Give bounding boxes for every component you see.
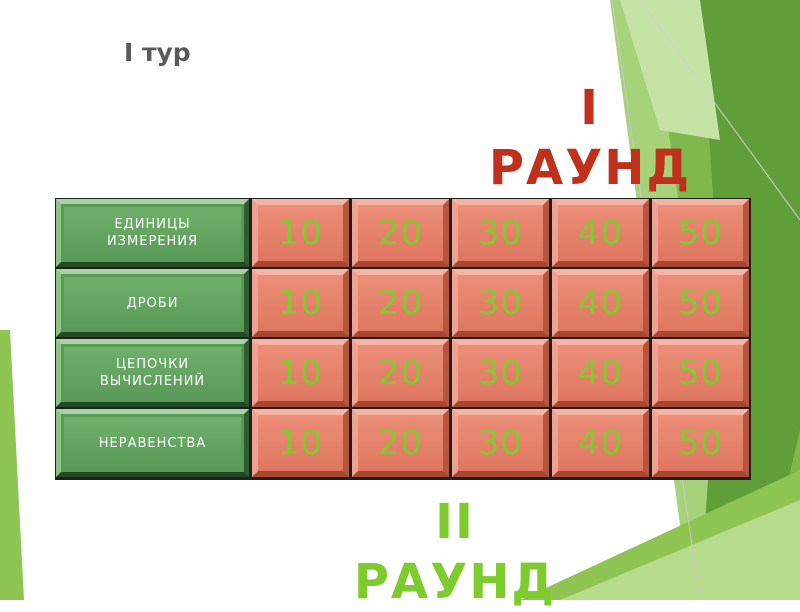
question-tile-face: 40 [558,415,643,471]
question-tile-face: 20 [358,415,443,471]
question-tile-face: 50 [658,205,743,261]
question-tile-value: 30 [477,213,524,253]
category-label: ЦЕПОЧКИ ВЫЧИСЛЕНИЙ [99,357,206,389]
question-tile-value: 40 [577,353,624,393]
category-cell: НЕРАВЕНСТВА [56,409,249,477]
tour-label: I тур [124,38,191,67]
question-tile-50[interactable]: 50 [652,339,749,407]
category-cell: ЕДИНИЦЫ ИЗМЕРЕНИЯ [56,199,249,267]
question-tile-face: 30 [458,205,543,261]
question-tile-face: 10 [258,345,343,401]
question-tile-value: 20 [377,213,424,253]
round-two-word: РАУНД [353,554,557,610]
question-tile-20[interactable]: 20 [352,269,449,337]
question-tile-50[interactable]: 50 [652,269,749,337]
round-two-title: II РАУНД [335,492,575,612]
question-tile-face: 30 [458,275,543,331]
question-tile-face: 10 [258,205,343,261]
question-tile-value: 40 [577,423,624,463]
question-tile-face: 50 [658,345,743,401]
question-tile-value: 30 [477,353,524,393]
question-tile-20[interactable]: 20 [352,339,449,407]
question-tile-30[interactable]: 30 [452,199,549,267]
question-tile-value: 50 [677,283,724,323]
category-label: ЕДИНИЦЫ ИЗМЕРЕНИЯ [106,217,199,249]
category-cell-face: НЕРАВЕНСТВА [64,417,241,469]
question-tile-value: 30 [477,283,524,323]
question-tile-value: 40 [577,283,624,323]
category-cell-face: ЦЕПОЧКИ ВЫЧИСЛЕНИЙ [64,347,241,399]
question-tile-face: 40 [558,275,643,331]
category-cell: ДРОБИ [56,269,249,337]
question-tile-face: 10 [258,415,343,471]
question-tile-30[interactable]: 30 [452,409,549,477]
question-tile-10[interactable]: 10 [252,339,349,407]
category-cell: ЦЕПОЧКИ ВЫЧИСЛЕНИЙ [56,339,249,407]
category-cell-face: ДРОБИ [64,277,241,329]
question-tile-value: 20 [377,283,424,323]
question-tile-face: 20 [358,205,443,261]
round-two-numeral: II [435,494,475,550]
question-tile-face: 50 [658,275,743,331]
question-tile-face: 50 [658,415,743,471]
question-tile-value: 50 [677,353,724,393]
question-tile-30[interactable]: 30 [452,339,549,407]
question-tile-50[interactable]: 50 [652,199,749,267]
question-tile-value: 10 [277,423,324,463]
question-tile-value: 50 [677,423,724,463]
question-tile-value: 50 [677,213,724,253]
question-tile-value: 40 [577,213,624,253]
question-tile-10[interactable]: 10 [252,199,349,267]
question-tile-face: 40 [558,345,643,401]
question-tile-10[interactable]: 10 [252,409,349,477]
question-tile-40[interactable]: 40 [552,269,649,337]
question-tile-value: 30 [477,423,524,463]
question-tile-50[interactable]: 50 [652,409,749,477]
category-cell-face: ЕДИНИЦЫ ИЗМЕРЕНИЯ [64,207,241,259]
question-tile-value: 20 [377,423,424,463]
question-tile-value: 10 [277,213,324,253]
question-tile-face: 20 [358,345,443,401]
question-tile-10[interactable]: 10 [252,269,349,337]
question-tile-face: 30 [458,345,543,401]
question-tile-40[interactable]: 40 [552,199,649,267]
question-tile-face: 30 [458,415,543,471]
question-tile-value: 10 [277,353,324,393]
round-one-title: I РАУНД [470,78,710,198]
question-tile-value: 20 [377,353,424,393]
question-tile-40[interactable]: 40 [552,409,649,477]
category-label: НЕРАВЕНСТВА [98,435,207,451]
question-tile-20[interactable]: 20 [352,199,449,267]
question-tile-face: 10 [258,275,343,331]
question-tile-face: 40 [558,205,643,261]
question-tile-value: 10 [277,283,324,323]
question-tile-face: 20 [358,275,443,331]
round-one-numeral: I [580,80,600,136]
round-one-word: РАУНД [488,140,692,196]
question-tile-40[interactable]: 40 [552,339,649,407]
category-label: ДРОБИ [126,295,179,311]
question-tile-30[interactable]: 30 [452,269,549,337]
question-tile-20[interactable]: 20 [352,409,449,477]
